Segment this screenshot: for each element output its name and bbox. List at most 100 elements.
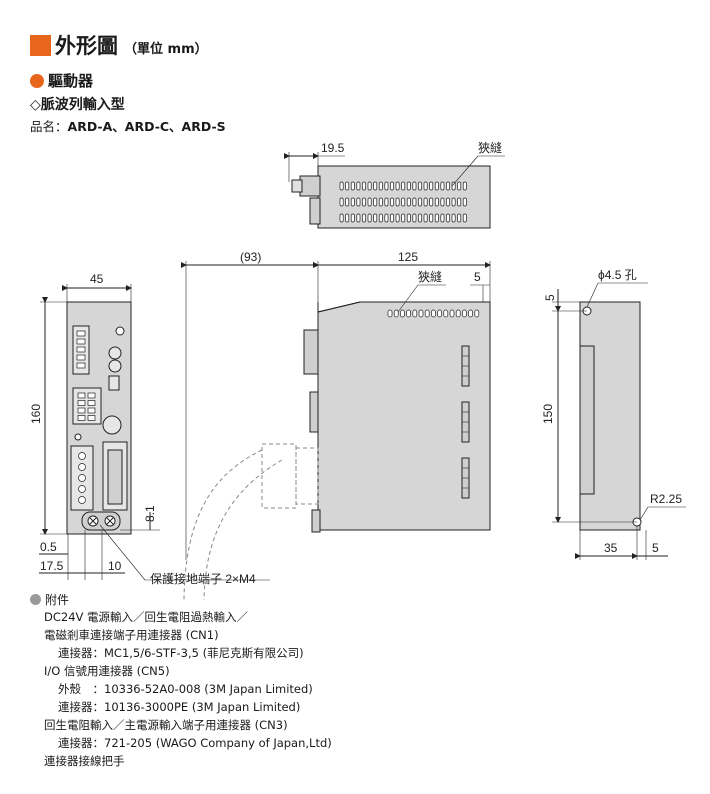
accessory-line: 回生電阻輸入／主電源輸入端子用連接器 (CN3) <box>44 718 288 732</box>
vent-slot <box>384 181 389 191</box>
vent-slot <box>431 309 436 318</box>
vent-slot <box>345 181 350 191</box>
vent-slot <box>401 213 406 223</box>
accessory-line: 電磁剎車連接端子用連接器 (CN1) <box>44 628 219 642</box>
connector-pin <box>76 362 86 369</box>
vent-slot <box>400 309 405 318</box>
vent-slot <box>412 197 417 207</box>
vent-slot <box>440 181 445 191</box>
top-view: 19.5 狹縫 <box>284 140 505 229</box>
vent-slot <box>339 181 344 191</box>
vent-slot <box>390 197 394 207</box>
vent-slot <box>378 197 383 207</box>
connector-pin <box>87 415 96 421</box>
vent-slot <box>434 213 439 223</box>
rear-height-label: 150 <box>541 404 555 424</box>
vent-slot <box>373 181 378 191</box>
vent-slot <box>429 197 434 207</box>
side-view: (93) 125 狹縫 5 <box>181 250 491 601</box>
vent-slot <box>446 213 450 223</box>
vent-slot <box>356 181 361 191</box>
vent-slot <box>434 197 439 207</box>
model-prefix: 品名： <box>30 119 68 134</box>
vent-slot <box>350 213 355 223</box>
vent-slot <box>378 181 383 191</box>
vent-slot <box>474 309 480 318</box>
rear-dim-35: 35 <box>604 541 618 555</box>
vent-slot <box>457 213 462 223</box>
section-heading: 驅動器 <box>30 70 93 91</box>
connector-pin <box>87 400 96 406</box>
vent-slot <box>362 181 366 191</box>
connector-pin <box>77 400 86 406</box>
dim-10-label: 10 <box>108 559 122 573</box>
connector-pin <box>76 346 86 353</box>
connector-pin <box>76 330 86 337</box>
dim-175-label: 17.5 <box>40 559 64 573</box>
vent-slot <box>362 213 366 223</box>
title-text: 外形圖 <box>55 34 118 58</box>
model-line: 品名：ARD-A、ARD-C、ARD-S <box>30 116 226 135</box>
vent-slot <box>387 309 393 318</box>
vent-slot <box>393 309 399 318</box>
vent-slot <box>406 213 411 223</box>
connector-pin <box>76 338 86 345</box>
model-names: ARD-A、ARD-C、ARD-S <box>67 119 226 134</box>
vent-slot <box>434 181 439 191</box>
vent-slot <box>350 181 355 191</box>
unit-note: （單位 mm） <box>124 41 208 57</box>
connector-pin <box>87 392 96 399</box>
vent-slot <box>367 213 372 223</box>
accessory-line: 連接器：10136-3000PE (3M Japan Limited) <box>58 700 301 714</box>
accessories-heading: 附件 <box>30 591 69 608</box>
top-slot-rows <box>339 181 467 223</box>
vent-slot <box>395 197 400 207</box>
rear-dim-5-bottom: 5 <box>652 541 659 555</box>
front-height-label: 160 <box>29 404 43 424</box>
vent-slot <box>356 213 361 223</box>
vent-slot <box>423 213 428 223</box>
vent-slot <box>401 181 406 191</box>
vent-slot <box>390 213 394 223</box>
vent-slot <box>345 213 350 223</box>
rear-dim-5-top: 5 <box>543 294 557 301</box>
section-text: 驅動器 <box>48 72 94 90</box>
vent-slot <box>350 197 355 207</box>
vent-slot <box>378 213 383 223</box>
vent-slot <box>446 197 450 207</box>
subsection-heading: ◇脈波列輸入型 <box>30 97 125 113</box>
side-dim-5-label: 5 <box>474 270 481 284</box>
vent-slot <box>424 309 430 318</box>
connector-pin <box>77 407 86 414</box>
vent-slot <box>384 213 389 223</box>
dim-81-label: 8.1 <box>143 505 157 522</box>
vent-slot <box>367 181 372 191</box>
vent-slot <box>440 213 445 223</box>
vent-slot <box>418 309 424 318</box>
vent-slot <box>462 213 467 223</box>
terminal-hole <box>78 496 86 504</box>
vent-slot <box>367 197 372 207</box>
radius-label: R2.25 <box>650 492 682 506</box>
side-slot-label: 狹縫 <box>418 269 442 284</box>
vent-slot <box>440 197 445 207</box>
connector-pin <box>77 392 86 399</box>
accessory-line: 連接器：MC1,5/6-STF-3,5 (菲尼克斯有限公司) <box>58 646 304 660</box>
depth-label: 125 <box>398 250 418 264</box>
accessories-heading-text: 附件 <box>45 593 70 607</box>
dim-05-label: 0.5 <box>40 540 57 554</box>
vent-slot <box>418 181 422 191</box>
vent-slot <box>412 181 417 191</box>
vent-slot <box>401 197 406 207</box>
connector-pin <box>87 407 96 414</box>
vent-slot <box>462 181 467 191</box>
vent-slot <box>373 197 378 207</box>
vent-slot <box>457 181 462 191</box>
vent-slot <box>406 181 411 191</box>
front-view: 45 160 0.5 17.5 10 8.1 保護接地端子 2×M4 <box>29 272 270 586</box>
vent-slot <box>429 181 434 191</box>
vent-slot <box>339 213 344 223</box>
vent-slot <box>406 197 411 207</box>
vent-slot <box>446 181 450 191</box>
